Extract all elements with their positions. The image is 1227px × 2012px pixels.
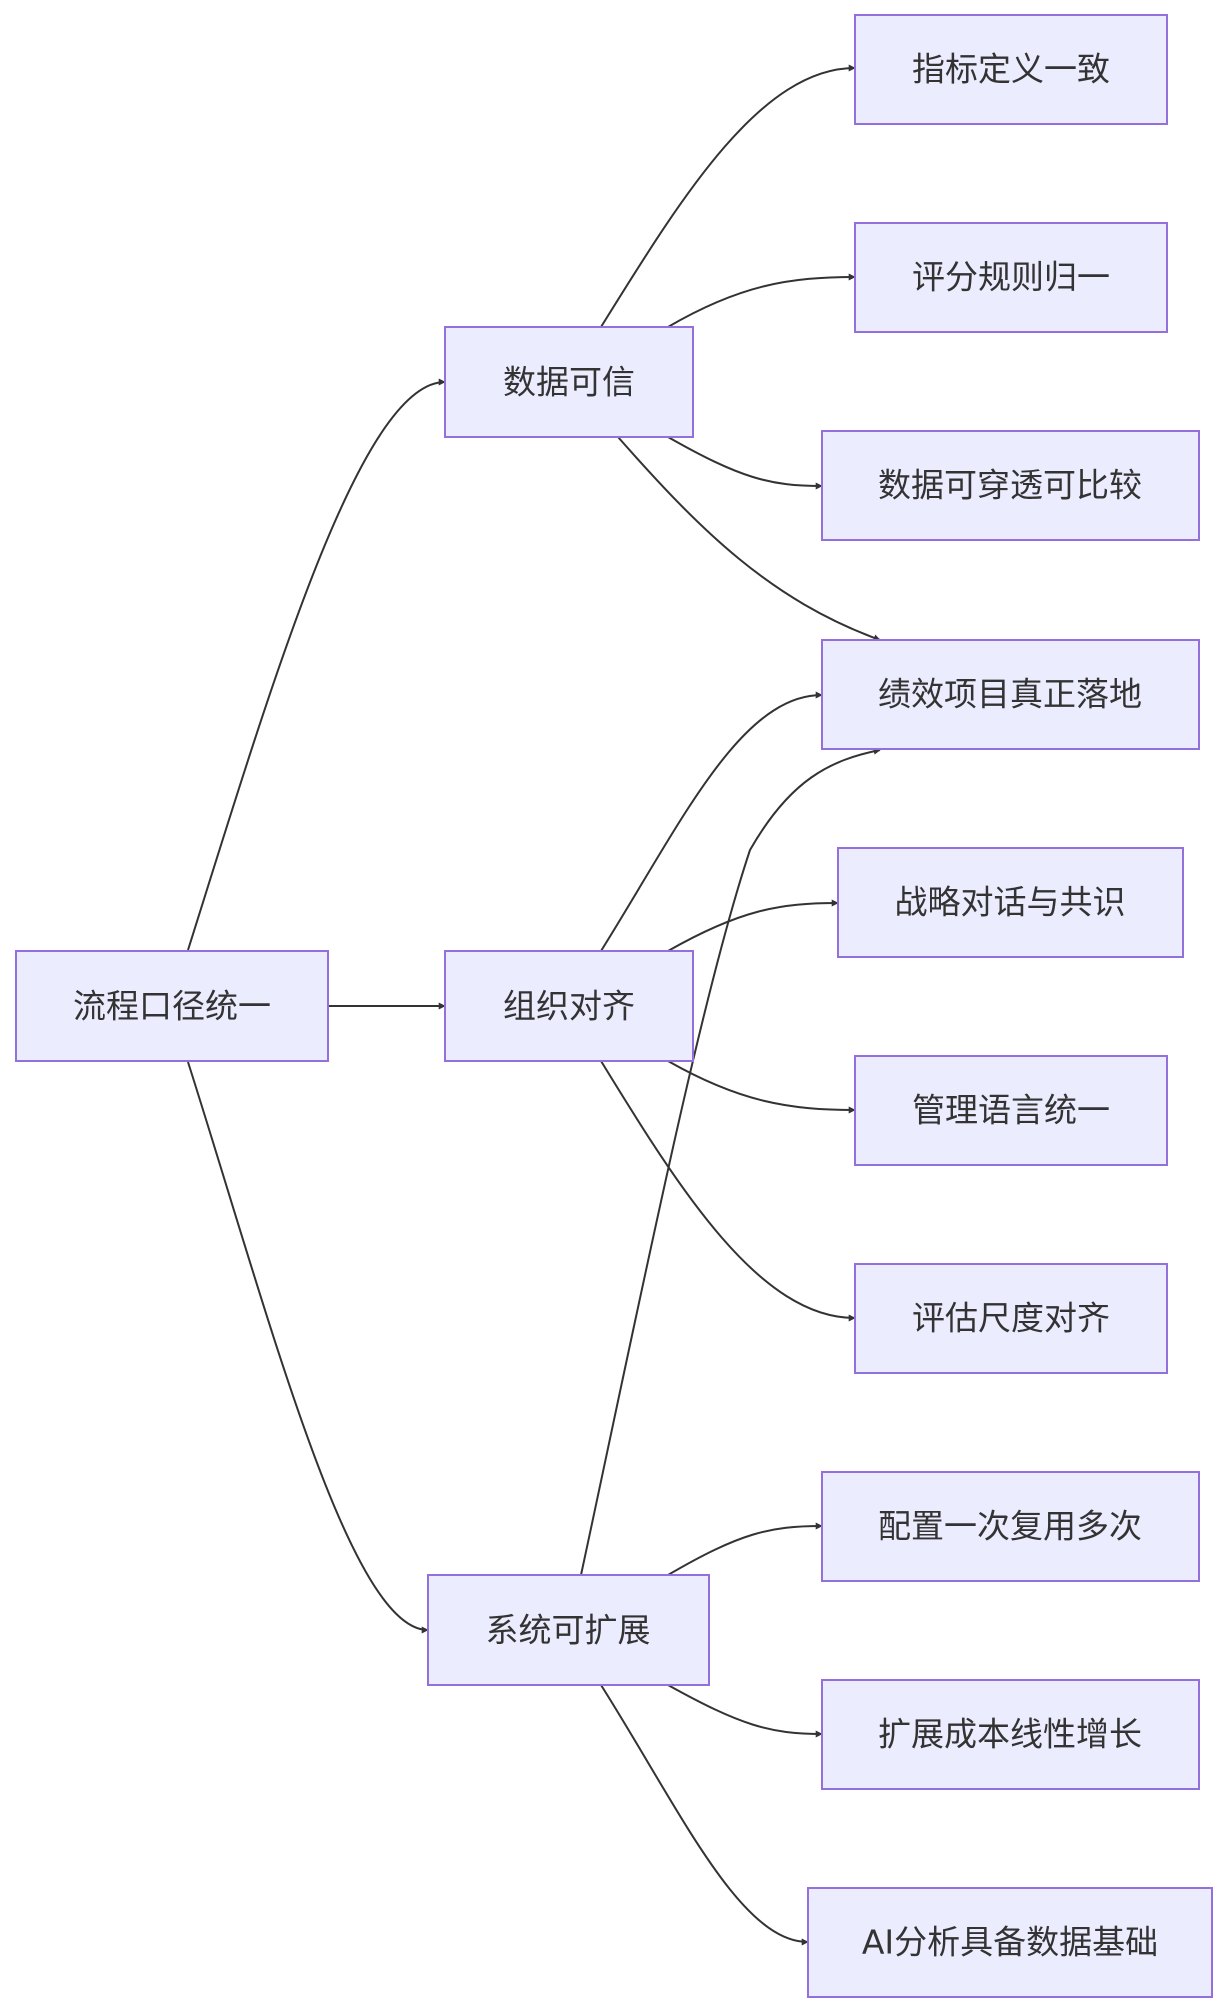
node-label: 数据可穿透可比较 <box>878 466 1142 505</box>
node-label: AI分析具备数据基础 <box>862 1923 1158 1962</box>
node-label: 管理语言统一 <box>912 1091 1110 1130</box>
edge-scale-to-linear-cost <box>667 1684 823 1738</box>
edge-align-to-evaluation-scale <box>600 1060 856 1322</box>
edge-root-to-scale <box>187 1061 429 1634</box>
node-label: 评分规则归一 <box>912 258 1110 297</box>
edge-trust-to-data-comparable <box>667 436 823 490</box>
node-scoring-rules: 评分规则归一 <box>854 222 1168 333</box>
node-label: 扩展成本线性增长 <box>878 1715 1142 1754</box>
node-linear-cost: 扩展成本线性增长 <box>821 1679 1200 1790</box>
edge-align-to-performance-landing <box>600 691 823 952</box>
edge-align-to-management-language <box>667 1060 856 1114</box>
node-label: 配置一次复用多次 <box>878 1507 1142 1546</box>
node-evaluation-scale: 评估尺度对齐 <box>854 1263 1168 1374</box>
node-system-scalable: 系统可扩展 <box>427 1574 710 1686</box>
edge-trust-to-performance-landing <box>617 436 881 642</box>
node-label: 数据可信 <box>503 363 635 402</box>
node-data-comparable: 数据可穿透可比较 <box>821 430 1200 541</box>
node-management-language: 管理语言统一 <box>854 1055 1168 1166</box>
node-strategy-dialogue: 战略对话与共识 <box>837 847 1184 958</box>
edge-root-to-trust <box>187 378 446 951</box>
edge-scale-to-performance-landing <box>580 747 881 1576</box>
node-label: 战略对话与共识 <box>895 883 1126 922</box>
node-process-unification: 流程口径统一 <box>15 950 329 1062</box>
node-indicator-definition: 指标定义一致 <box>854 14 1168 125</box>
node-label: 系统可扩展 <box>486 1611 651 1650</box>
node-org-alignment: 组织对齐 <box>444 950 694 1062</box>
node-layer: 流程口径统一 数据可信 组织对齐 系统可扩展 指标定义一致 评分规则归一 数据可… <box>15 14 1213 1998</box>
node-performance-landing: 绩效项目真正落地 <box>821 639 1200 750</box>
node-label: 流程口径统一 <box>73 987 271 1026</box>
edge-scale-to-ai-analysis <box>600 1684 809 1946</box>
edge-trust-to-indicator-definition <box>600 64 856 328</box>
edge-scale-to-configure-once <box>667 1522 823 1576</box>
node-data-trust: 数据可信 <box>444 326 694 438</box>
edge-trust-to-scoring-rules <box>667 273 856 328</box>
edge-align-to-strategy-dialogue <box>667 899 839 952</box>
node-label: 组织对齐 <box>503 987 635 1026</box>
node-label: 绩效项目真正落地 <box>878 675 1142 714</box>
node-label: 评估尺度对齐 <box>912 1299 1110 1338</box>
node-label: 指标定义一致 <box>912 50 1110 89</box>
node-ai-analysis: AI分析具备数据基础 <box>807 1887 1213 1998</box>
node-configure-once: 配置一次复用多次 <box>821 1471 1200 1582</box>
edge-layer <box>187 64 881 1946</box>
